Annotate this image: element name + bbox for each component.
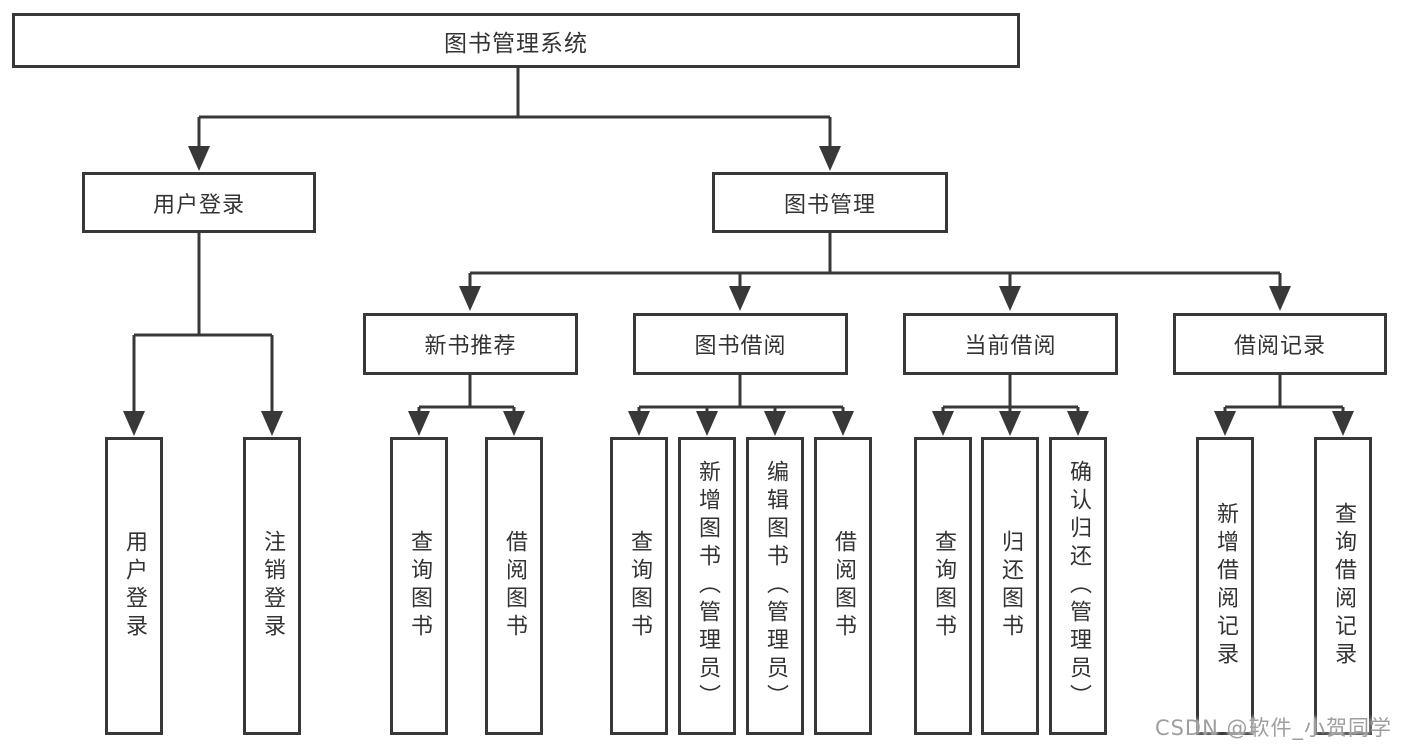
leaf-current-query-books: 查询图书 (914, 437, 972, 735)
edges-current-to-leaves (932, 373, 1089, 436)
node-new-book-recommend: 新书推荐 (363, 313, 578, 375)
leaf-borrow-add-books-admin: 新增图书（管理员） (678, 437, 736, 735)
leaf-current-return-books: 归还图书 (981, 437, 1039, 735)
leaf-recommend-borrow-books: 借阅图书 (485, 437, 543, 735)
leaf-borrow-query-books: 查询图书 (610, 437, 668, 735)
edges-records-to-leaves (1214, 373, 1354, 436)
node-current-borrow: 当前借阅 (903, 313, 1118, 375)
edges-borrow-to-leaves (628, 373, 854, 436)
leaf-recommend-query-books: 查询图书 (390, 437, 448, 735)
node-borrow-records: 借阅记录 (1173, 313, 1387, 375)
edges-login-to-leaves (123, 232, 283, 436)
leaf-borrow-edit-books-admin: 编辑图书（管理员） (746, 437, 804, 735)
node-root-library-system: 图书管理系统 (12, 13, 1020, 68)
leaf-user-login: 用户登录 (105, 437, 163, 735)
edges-manage-to-level3 (459, 233, 1291, 311)
leaf-logout: 注销登录 (243, 437, 301, 735)
node-book-borrow: 图书借阅 (633, 313, 848, 375)
node-book-management: 图书管理 (712, 172, 948, 233)
leaf-records-add-borrow-record: 新增借阅记录 (1196, 437, 1254, 735)
node-user-login: 用户登录 (82, 172, 316, 233)
leaf-borrow-borrow-books: 借阅图书 (814, 437, 872, 735)
edges-recommend-to-leaves (408, 373, 525, 436)
leaf-records-query-borrow-record: 查询借阅记录 (1314, 437, 1372, 735)
edges-root-to-level2 (188, 67, 841, 171)
leaf-current-confirm-return-admin: 确认归还（管理员） (1049, 437, 1107, 735)
